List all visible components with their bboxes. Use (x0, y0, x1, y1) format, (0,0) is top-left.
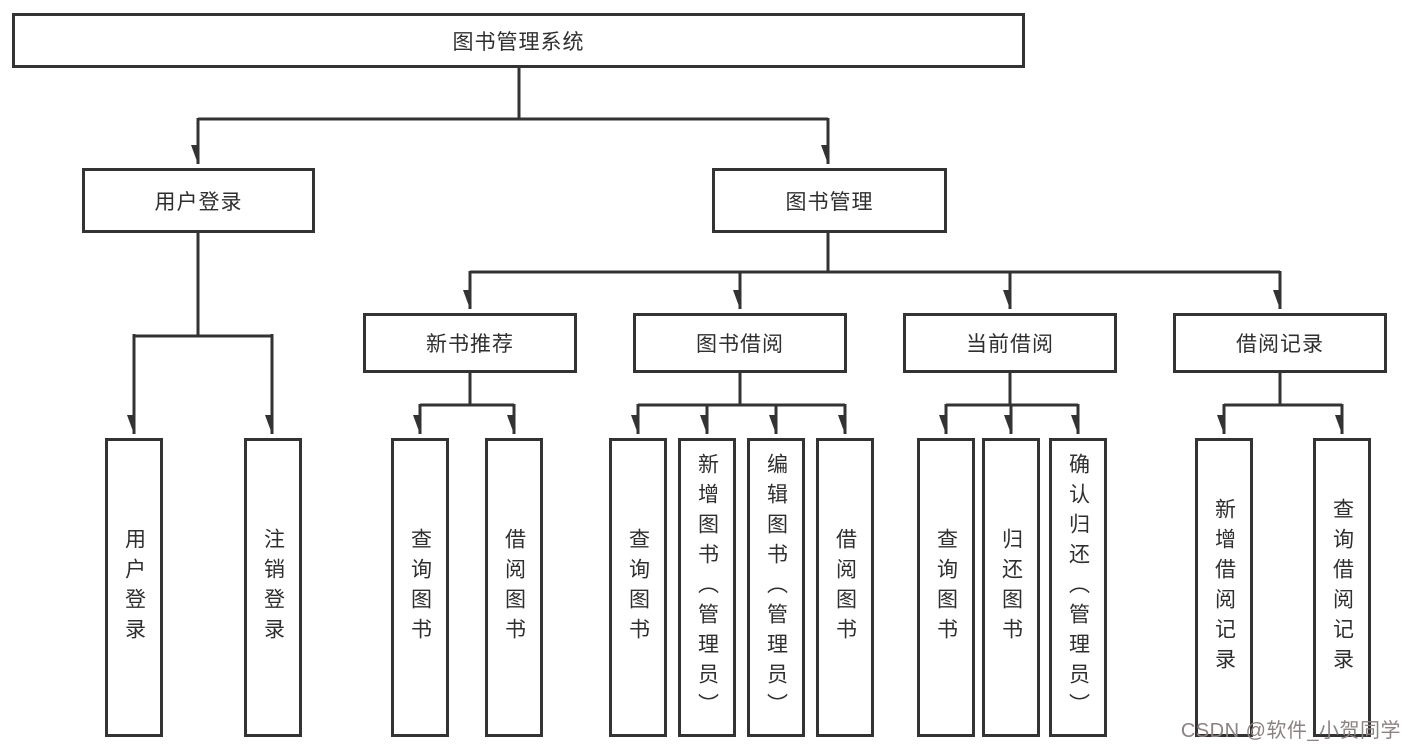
leaf-bb-query-books: 查询图书 (609, 438, 667, 737)
node-new-book-rec: 新书推荐 (363, 313, 577, 373)
connector-borrow-records-to-leaves (1224, 373, 1344, 434)
csdn-watermark: CSDN @软件_小贺同学 (1180, 720, 1401, 742)
leaf-nbr-borrow-books-label: 借阅图书 (502, 527, 526, 648)
leaf-cb-return-books: 归还图书 (982, 438, 1040, 737)
node-root-label: 图书管理系统 (452, 30, 585, 54)
node-book-mgmt: 图书管理 (712, 168, 947, 233)
leaf-cb-confirm-return-admin: 确认归还（管理员） (1049, 438, 1107, 737)
node-current-borrow-label: 当前借阅 (966, 333, 1054, 356)
leaf-logout: 注销登录 (244, 438, 302, 737)
node-new-book-rec-label: 新书推荐 (426, 333, 514, 356)
leaf-cb-confirm-return-admin-label: 确认归还（管理员） (1066, 452, 1090, 723)
leaf-bb-borrow-books: 借阅图书 (816, 438, 874, 737)
connector-book-borrow-to-leaves (638, 373, 847, 434)
leaf-br-add-record-label: 新增借阅记录 (1212, 497, 1236, 678)
node-current-borrow: 当前借阅 (903, 313, 1117, 373)
node-borrow-records: 借阅记录 (1173, 313, 1387, 373)
node-root-system: 图书管理系统 (12, 13, 1025, 68)
leaf-bb-borrow-books-label: 借阅图书 (833, 527, 857, 648)
leaf-cb-query-books-label: 查询图书 (934, 527, 958, 648)
leaf-bb-edit-books-admin: 编辑图书（管理员） (747, 438, 805, 737)
node-borrow-records-label: 借阅记录 (1236, 333, 1324, 356)
leaf-bb-edit-books-admin-label: 编辑图书（管理员） (764, 452, 788, 723)
connector-new-book-rec-to-leaves (420, 373, 516, 434)
leaf-br-query-record-label: 查询借阅记录 (1330, 497, 1354, 678)
node-book-borrow: 图书借阅 (633, 313, 847, 373)
connector-book-mgmt-to-level3 (470, 233, 1282, 309)
leaf-nbr-query-books-label: 查询图书 (408, 527, 432, 648)
leaf-bb-add-books-admin-label: 新增图书（管理员） (695, 452, 719, 723)
node-book-mgmt-label: 图书管理 (785, 190, 874, 214)
node-user-login: 用户登录 (82, 168, 315, 233)
connector-root-to-level2 (198, 68, 830, 164)
leaf-user-login: 用户登录 (105, 438, 163, 737)
leaf-nbr-query-books: 查询图书 (391, 438, 449, 737)
leaf-nbr-borrow-books: 借阅图书 (485, 438, 543, 737)
leaf-br-add-record: 新增借阅记录 (1195, 438, 1253, 737)
leaf-cb-return-books-label: 归还图书 (999, 527, 1023, 648)
connector-current-borrow-to-leaves (946, 373, 1080, 434)
node-book-borrow-label: 图书借阅 (696, 333, 784, 356)
connector-user-login-to-leaves (134, 233, 274, 434)
leaf-bb-query-books-label: 查询图书 (626, 527, 650, 648)
leaf-logout-label: 注销登录 (261, 527, 285, 648)
node-user-login-label: 用户登录 (154, 190, 243, 214)
leaf-cb-query-books: 查询图书 (917, 438, 975, 737)
leaf-br-query-record: 查询借阅记录 (1313, 438, 1371, 737)
leaf-user-login-label: 用户登录 (122, 527, 146, 648)
leaf-bb-add-books-admin: 新增图书（管理员） (678, 438, 736, 737)
